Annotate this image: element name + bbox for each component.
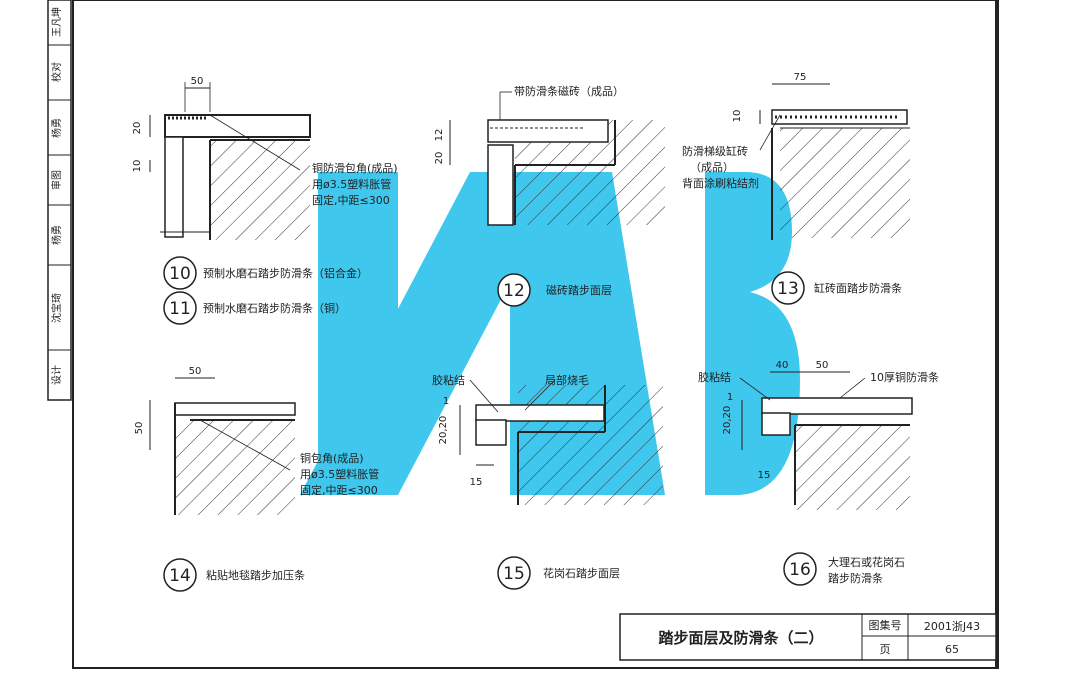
d12-note: 带防滑条磁砖（成品） — [514, 84, 624, 98]
d15-note-burn: 局部烧毛 — [545, 373, 589, 387]
detail-11-badge — [163, 291, 197, 325]
d12-dim-h1: 12 — [434, 129, 445, 142]
detail-15-drawing — [459, 379, 663, 505]
d15-dim-w: 15 — [470, 477, 483, 488]
d13-note-a: 防滑梯级缸砖 — [682, 144, 748, 158]
d16-note-glue: 胶粘结 — [698, 370, 731, 384]
detail-16-badge — [783, 552, 817, 586]
detail-13-badge — [771, 271, 805, 305]
d13-dim-width: 75 — [794, 72, 807, 83]
d13-note-b: （成品） — [690, 161, 734, 174]
detail-16-drawing — [739, 371, 913, 510]
d13-dim-h: 10 — [732, 110, 743, 123]
side-cell-6: 沈宝琦 — [50, 293, 63, 323]
side-cell-2: 校对 — [50, 62, 63, 82]
d10-dim-h2: 10 — [132, 160, 143, 173]
sheet-title: 踏步面层及防滑条（二） — [658, 629, 823, 647]
detail-12-number: 12 — [503, 281, 525, 301]
detail-14-number: 14 — [169, 566, 191, 586]
title-block — [619, 613, 997, 661]
d15-dim-v2: 1 — [443, 396, 449, 407]
detail-11-caption: 预制水磨石踏步防滑条（铜） — [203, 301, 346, 315]
d14-note-a: 铜包角(成品) — [300, 451, 364, 465]
d14-dim-width: 50 — [189, 366, 202, 377]
d10-dim-width: 50 — [191, 76, 204, 87]
detail-13-number: 13 — [777, 279, 799, 299]
atlas-value: 2001浙J43 — [924, 620, 980, 633]
detail-16-caption: 大理石或花岗石 — [828, 555, 905, 569]
d12-dim-h2: 20 — [434, 152, 445, 165]
detail-10-number: 10 — [169, 264, 191, 284]
d14-dim-h: 50 — [134, 422, 145, 435]
d15-dim-v: 20,20 — [438, 416, 449, 445]
d10-note-a: 铜防滑包角(成品) — [312, 161, 398, 175]
side-cell-1: 王凡坤 — [50, 7, 63, 37]
side-strip: 王凡坤 校对 杨勇 审图 杨勇 沈宝琦 设计 — [47, 0, 72, 401]
d14-note-c: 固定,中距≤300 — [300, 483, 378, 497]
detail-10-drawing — [149, 82, 311, 240]
side-cell-7: 设计 — [50, 365, 63, 385]
d16-dim-w1: 40 — [776, 360, 789, 371]
d14-note-b: 用ø3.5塑料胀管 — [300, 467, 379, 481]
d16-dim-w: 15 — [758, 470, 771, 481]
d10-note-b: 用ø3.5塑料胀管 — [312, 177, 391, 191]
detail-16-number: 16 — [789, 560, 811, 580]
side-cell-5: 杨勇 — [50, 225, 63, 245]
d15-note-glue: 胶粘结 — [432, 373, 465, 387]
detail-12-drawing — [449, 91, 665, 226]
side-cell-3: 杨勇 — [50, 118, 63, 138]
detail-11-number: 11 — [169, 299, 191, 319]
detail-15-badge — [497, 556, 531, 590]
detail-14-badge — [163, 558, 197, 592]
detail-16-caption-2: 踏步防滑条 — [828, 571, 883, 585]
d16-dim-w2: 50 — [816, 360, 829, 371]
detail-15-caption: 花岗石踏步面层 — [543, 566, 620, 580]
outer-frame — [72, 0, 999, 669]
detail-15-number: 15 — [503, 564, 525, 584]
detail-12-caption: 磁砖踏步面层 — [546, 283, 612, 297]
detail-10-caption: 预制水磨石踏步防滑条（铝合金） — [203, 266, 368, 280]
detail-14-caption: 粘贴地毯踏步加压条 — [206, 568, 305, 582]
detail-12-badge — [497, 273, 531, 307]
side-cell-4: 审图 — [50, 170, 63, 190]
detail-13-drawing — [759, 83, 910, 240]
page-value: 65 — [945, 643, 959, 656]
page-label: 页 — [880, 643, 891, 656]
d16-dim-v2: 1 — [727, 392, 733, 403]
detail-10-badge — [163, 256, 197, 290]
d16-note-strip: 10厚铜防滑条 — [870, 370, 939, 384]
detail-13-caption: 缸砖面踏步防滑条 — [814, 281, 902, 295]
atlas-label: 图集号 — [869, 618, 902, 632]
d13-note-c: 背面涂刷粘结剂 — [682, 176, 759, 190]
d10-note-c: 固定,中距≤300 — [312, 193, 390, 207]
detail-14-drawing — [149, 377, 296, 515]
d10-dim-h1: 20 — [132, 122, 143, 135]
d16-dim-v: 20,20 — [722, 406, 733, 435]
